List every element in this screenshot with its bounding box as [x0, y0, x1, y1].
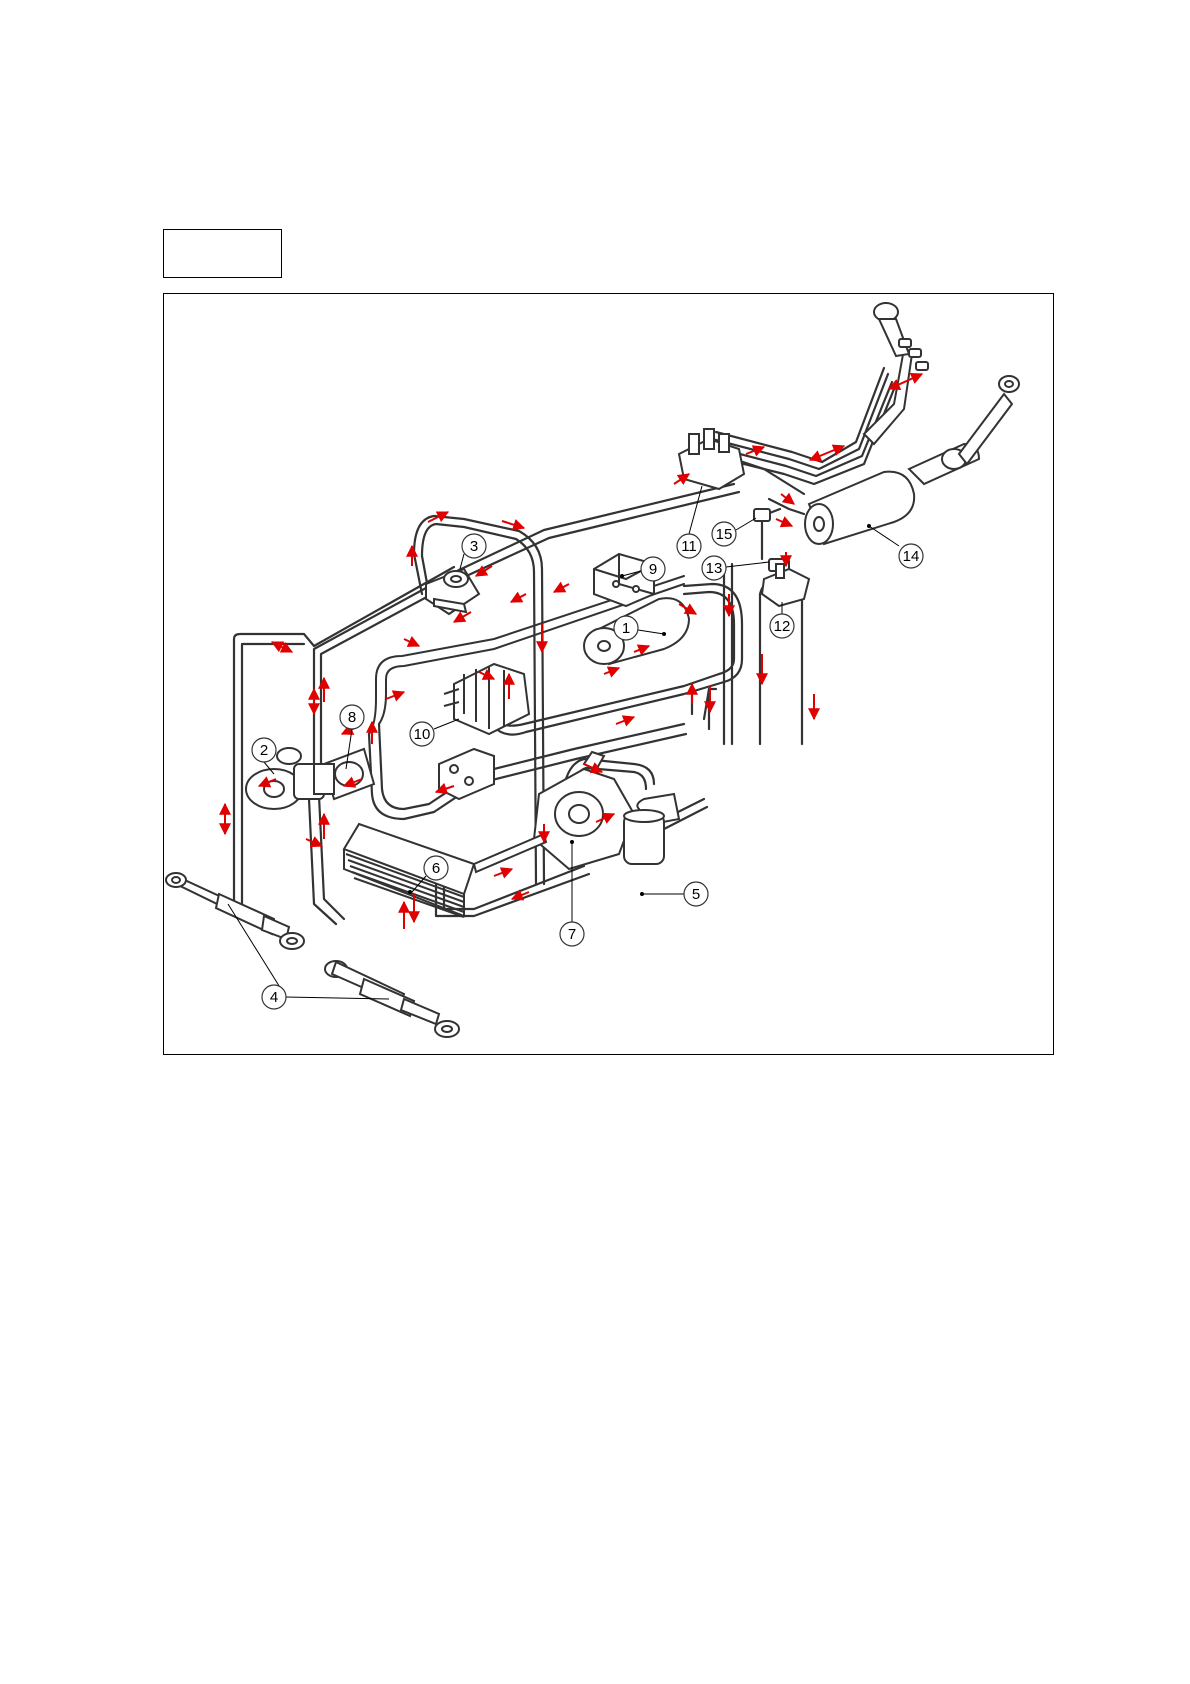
callout-3-label: 3: [470, 538, 478, 555]
callout-12-label: 12: [774, 618, 791, 635]
callout-14: 14: [867, 524, 923, 568]
callout-14-label: 14: [903, 548, 920, 565]
callout-15: 15: [712, 518, 756, 546]
callout-7-label: 7: [568, 926, 576, 943]
callout-5: 5: [640, 882, 708, 906]
component-8-pump: [314, 749, 374, 799]
component-11-valve: [679, 429, 744, 489]
callout-10-label: 10: [414, 726, 431, 743]
hydraulic-circuit-diagram: 1 2 3 4 5 6 7 8 9 10 11 12 13 14 15: [163, 293, 1054, 1055]
callout-13: 13: [702, 556, 769, 580]
diagram-svg: 1 2 3 4 5 6 7 8 9 10 11 12 13 14 15: [164, 294, 1052, 1053]
callout-1-label: 1: [622, 620, 630, 637]
callout-9-label: 9: [649, 561, 657, 578]
component-4-cylinder-right: [325, 961, 459, 1037]
figure-label-box: [163, 229, 282, 278]
component-10-control-valve: [439, 664, 529, 799]
callout-2-label: 2: [260, 742, 268, 759]
component-15-fitting: [754, 509, 770, 521]
callout-6-label: 6: [432, 860, 440, 877]
component-6-oil-cooler: [344, 824, 474, 917]
callout-11-label: 11: [681, 538, 697, 555]
callout-8-label: 8: [348, 709, 356, 726]
callout-10: 10: [410, 719, 459, 746]
callout-4-label: 4: [270, 989, 278, 1006]
callouts: 1 2 3 4 5 6 7 8 9 10 11 12 13 14 15: [228, 486, 923, 1009]
callout-15-label: 15: [716, 526, 733, 543]
callout-13-label: 13: [706, 560, 723, 577]
component-3-valve: [426, 569, 479, 614]
callout-12: 12: [770, 602, 794, 638]
callout-5-label: 5: [692, 886, 700, 903]
component-14-lift-cylinder: [805, 472, 914, 544]
component-5-filter: [624, 794, 679, 864]
